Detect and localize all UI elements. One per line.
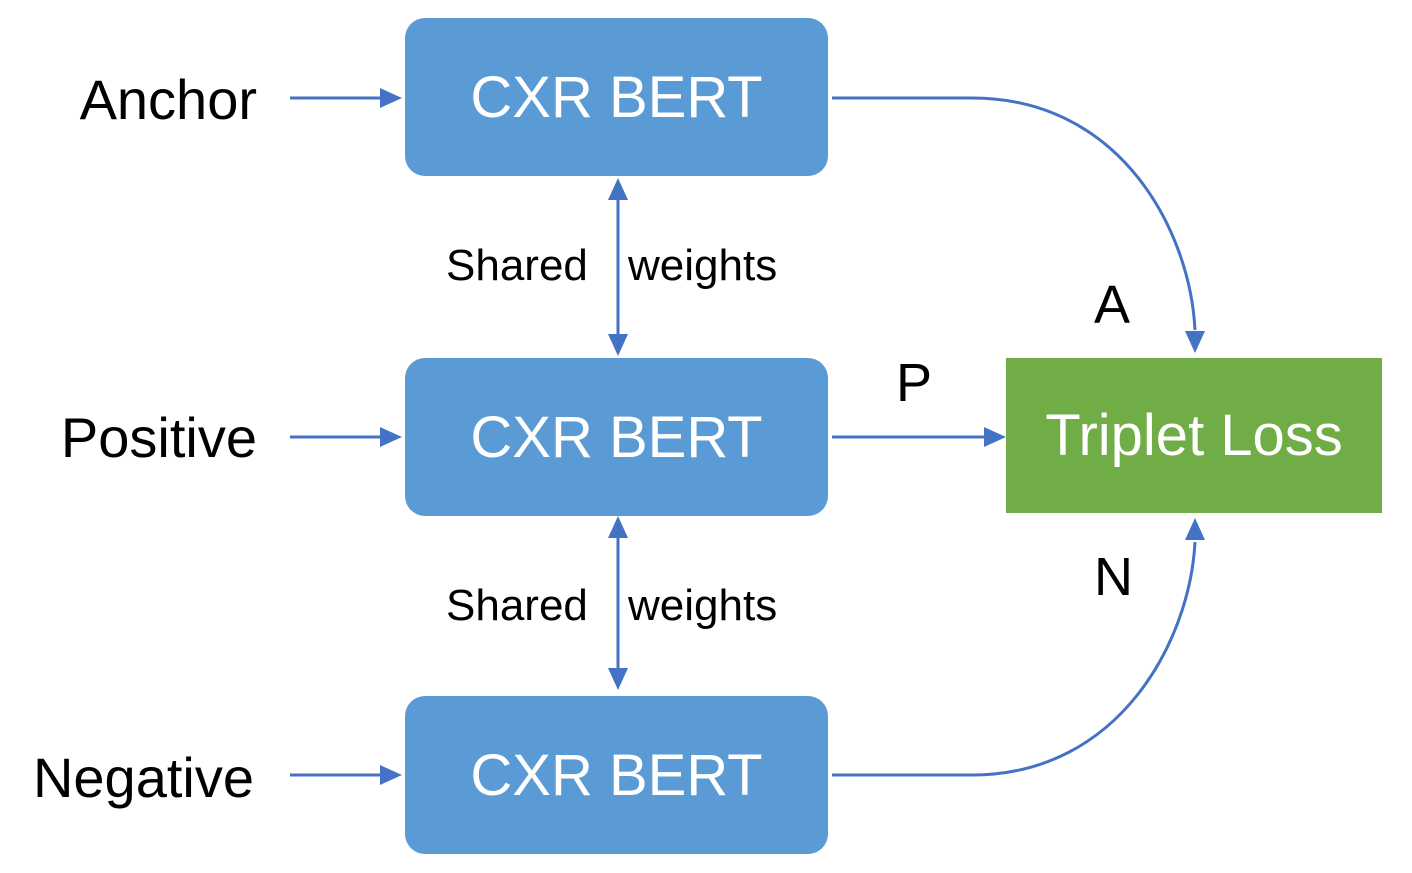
- shared-weights-upper-right-label: weights: [628, 241, 778, 290]
- anchor-to-loss-curve: [832, 96, 1197, 331]
- negative-to-loss-curve: [832, 541, 1197, 777]
- negative-embedding-label: N: [1094, 547, 1133, 607]
- encoder-box-bottom: CXR BERT: [405, 696, 828, 854]
- negative-arrowhead: [380, 765, 402, 785]
- positive-embedding-label: P: [896, 353, 933, 413]
- shared-weights-upper-head-top: [608, 178, 628, 200]
- shared-weights-upper-left-label: Shared: [446, 241, 588, 290]
- triplet-loss-box: Triplet Loss: [1006, 358, 1382, 513]
- encoder-box-middle: CXR BERT: [405, 358, 828, 516]
- input-label-positive: Positive: [60, 406, 257, 469]
- anchor-to-loss-head: [1185, 331, 1205, 353]
- positive-to-loss-head: [984, 427, 1006, 447]
- input-label-negative: Negative: [32, 746, 254, 809]
- anchor-arrowhead: [380, 88, 402, 108]
- shared-weights-lower-head-top: [608, 516, 628, 538]
- encoder-box-top: CXR BERT: [405, 18, 828, 176]
- shared-weights-upper-head-bottom: [608, 334, 628, 356]
- positive-arrowhead: [380, 427, 402, 447]
- shared-weights-lower-head-bottom: [608, 668, 628, 690]
- negative-to-loss-head: [1185, 518, 1205, 540]
- shared-weights-lower-left-label: Shared: [446, 581, 588, 630]
- shared-weights-lower-right-label: weights: [628, 581, 778, 630]
- input-label-anchor: Anchor: [79, 68, 257, 131]
- anchor-embedding-label: A: [1094, 275, 1131, 335]
